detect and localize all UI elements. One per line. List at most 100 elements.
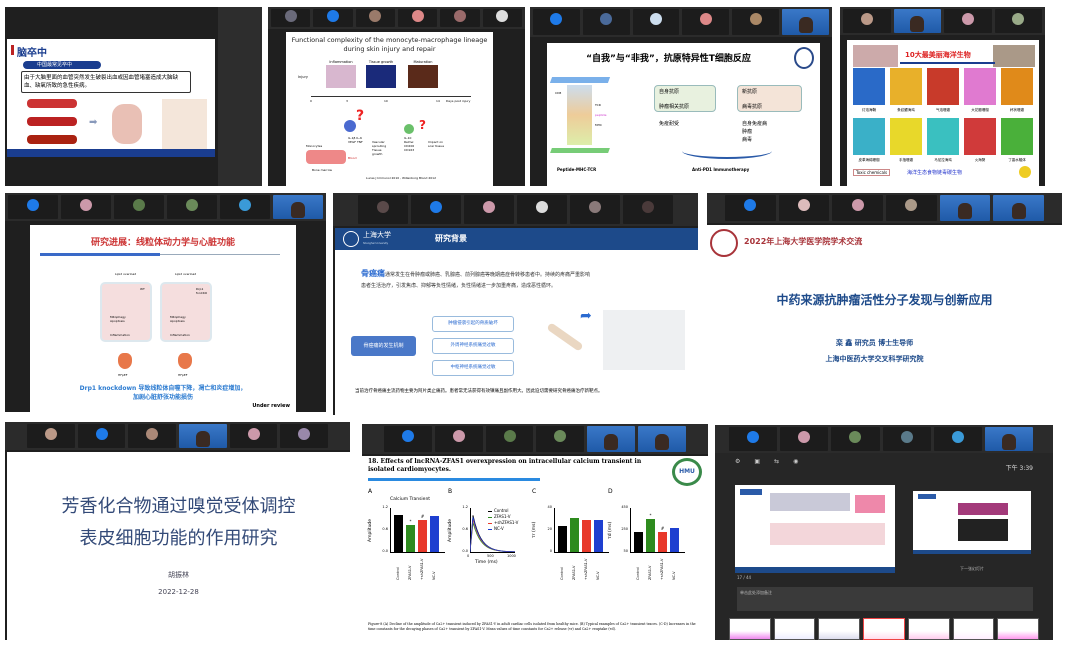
participant-thumbnail[interactable] [994,9,1042,33]
participant-thumbnail[interactable] [587,426,636,452]
meeting-tile-presenter-view[interactable]: ⚙ ▣ ⇆ ◉ 下午 3:39 17 / 44 下一张幻灯片 单击此处添加备注 [715,425,1053,640]
y-tick: 20 [547,527,552,531]
slide-logo [918,494,936,499]
participant-thumbnail[interactable] [485,426,534,452]
participant-thumbnail[interactable] [220,195,270,219]
participant-thumbnail[interactable] [632,9,680,35]
slide-thumbnail[interactable] [997,618,1040,640]
notes-field[interactable]: 单击此处添加备注 [737,587,1033,611]
participant-thumbnail[interactable] [582,9,630,35]
participant-thumbnail[interactable] [114,195,164,219]
participant-thumbnail[interactable] [780,427,829,451]
participant-sidebar [218,7,262,186]
participant-strip [530,7,832,37]
creature-photo [1001,68,1033,105]
participant-thumbnail[interactable] [384,426,432,452]
participant-thumbnail[interactable] [271,9,311,27]
participant-thumbnail[interactable] [682,9,730,35]
meeting-tile-stroke[interactable]: 脑卒中 中国最常见卒中 由于大脑里面的血管突然发生破裂出血或因血管堵塞造成大脑缺… [5,7,262,186]
participant-thumbnail[interactable] [993,195,1045,221]
avatar [496,10,509,23]
participant-thumbnail[interactable] [729,427,778,451]
y-axis [390,508,391,552]
divider [40,253,160,256]
bar [658,531,667,552]
record-icon[interactable]: ◉ [793,458,799,465]
participant-thumbnail[interactable] [570,195,620,224]
participant-thumbnail[interactable] [411,195,461,224]
avatar [655,434,670,451]
participant-thumbnail[interactable] [8,195,58,219]
next-slide-preview[interactable] [913,491,1031,554]
creature-label: 灯泡海鞘 [862,108,876,112]
participant-thumbnail[interactable] [944,9,992,33]
participant-thumbnail[interactable] [984,427,1034,451]
participant-thumbnail[interactable] [358,195,408,224]
participant-thumbnail[interactable] [61,195,111,219]
meeting-tile-tcm[interactable]: 2022年上海大学医学院学术交流 中药来源抗肿瘤活性分子发现与创新应用 栾 鑫 … [707,193,1062,395]
participant-thumbnail[interactable] [882,427,931,451]
label: peptide [595,113,607,117]
avatar [326,10,339,23]
participant-thumbnail[interactable] [273,195,323,219]
slide-thumbnail[interactable] [863,618,905,640]
participant-thumbnail[interactable] [623,195,673,224]
slide-thumbnail[interactable] [773,618,816,640]
panel-title: Calcium Transient [390,497,431,502]
participant-thumbnail[interactable] [933,427,982,451]
participant-thumbnail[interactable] [832,195,884,221]
slide-thumbnail[interactable] [729,618,771,640]
cell-diagram-wt [100,282,152,342]
participant-thumbnail[interactable] [886,195,937,221]
participant-thumbnail[interactable] [167,195,217,219]
participant-thumbnail[interactable] [128,424,177,448]
university-seal [710,229,738,257]
x-axis-label: Time (ms) [475,560,498,565]
participant-thumbnail[interactable] [229,424,278,448]
participant-thumbnail[interactable] [440,9,480,27]
meeting-tile-calcium[interactable]: 18. Effects of lncRNA-ZFAS1 overexpressi… [362,424,708,645]
meeting-tile-antigen[interactable]: “自我”与“非我”，抗原特异性T细胞反应 CD8 TCR peptide MHC… [530,7,832,186]
participant-thumbnail[interactable] [313,9,353,27]
participant-thumbnail[interactable] [638,426,686,452]
university-logo [343,231,359,247]
meeting-tile-monocyte[interactable]: Functional complexity of the monocyte-ma… [268,7,525,186]
participant-thumbnail[interactable] [355,9,395,27]
display-icon[interactable]: ▣ [754,458,761,465]
settings-icon[interactable]: ⚙ [735,458,741,465]
participant-thumbnail[interactable] [843,9,891,33]
meeting-tile-mitochondria[interactable]: 研究进展：线粒体动力学与心脏功能 Lipid overload Lipid ov… [5,193,326,412]
participant-thumbnail[interactable] [397,9,438,27]
label: IL-1β IL-6 VEGF TNF [348,136,363,144]
meeting-tile-aromatic[interactable]: 芳香化合物通过嗅觉受体调控 表皮细胞功能的作用研究 胡振林 2022-12-28 [5,422,350,640]
slide-thumbnail[interactable] [818,618,861,640]
slide-thumbnail[interactable] [907,618,950,640]
participant-thumbnail[interactable] [782,9,829,35]
slide-thumbnail[interactable] [952,618,995,640]
participant-thumbnail[interactable] [536,426,585,452]
participant-thumbnail[interactable] [893,9,941,33]
participant-thumbnail[interactable] [732,9,780,35]
tick: 14 [436,99,440,103]
participant-thumbnail[interactable] [939,195,991,221]
participant-thumbnail[interactable] [725,195,776,221]
participant-thumbnail[interactable] [778,195,830,221]
panel-letter: A [368,488,373,495]
participant-thumbnail[interactable] [434,426,483,452]
participant-thumbnail[interactable] [77,424,126,448]
artery-image [27,135,77,144]
avatar [284,10,297,23]
participant-thumbnail[interactable] [831,427,880,451]
participant-thumbnail[interactable] [517,195,567,224]
participant-thumbnail[interactable] [179,424,227,448]
meeting-tile-bone-pain[interactable]: 上海大学 Shanghai University 研究背景 骨癌痛通常发生在骨肿… [333,193,698,415]
participant-thumbnail[interactable] [464,195,514,224]
swap-icon[interactable]: ⇆ [774,458,780,465]
participant-thumbnail[interactable] [27,424,75,448]
avatar [1012,12,1025,25]
meeting-tile-marine[interactable]: 10大最美丽海洋生物 灯泡海鞘条纹鳃海鸡气泡珊瑚大花瓣珊瑚杯状珊瑚皮革海绵珊瑚手… [840,7,1045,186]
question-mark: ? [419,118,426,132]
participant-thumbnail[interactable] [280,424,329,448]
participant-thumbnail[interactable] [533,9,580,35]
participant-thumbnail[interactable] [482,9,522,27]
